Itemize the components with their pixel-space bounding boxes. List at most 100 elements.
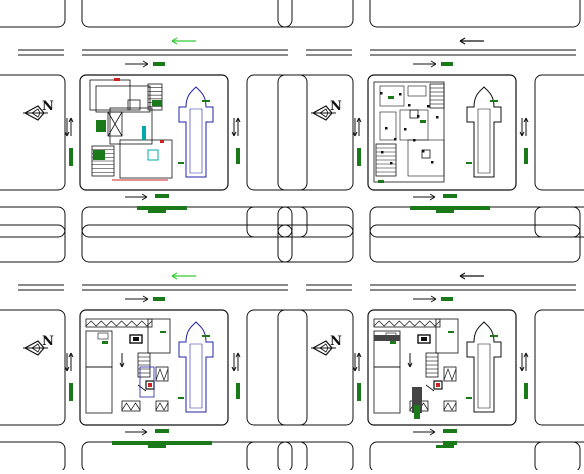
equipment-core	[421, 337, 427, 341]
arrow-head	[64, 131, 70, 137]
furniture-dot	[413, 139, 416, 142]
arrow-head	[519, 131, 525, 137]
arrow-head	[64, 366, 70, 372]
panel-bottom-right: N	[277, 224, 584, 473]
traffic-arrow-left-down	[64, 118, 70, 137]
furniture-dot	[380, 92, 383, 95]
room-tag	[390, 341, 396, 344]
furniture-dot	[385, 127, 388, 130]
furniture-dot	[404, 128, 407, 131]
room-tag	[466, 162, 472, 164]
traffic-arrow-lane	[125, 295, 149, 303]
room-tag	[466, 397, 472, 399]
arrow-head	[68, 352, 74, 358]
street-block	[246, 206, 308, 238]
arrow-head	[429, 428, 436, 436]
traffic-arrow-right-down	[519, 353, 525, 372]
seating-row-bottom	[121, 400, 141, 412]
flow-line	[425, 384, 435, 392]
street-block	[0, 74, 66, 191]
road-marker-vertical	[357, 383, 361, 401]
traffic-arrow-top	[459, 37, 484, 45]
stairs-middle	[137, 352, 151, 378]
equipment	[433, 380, 443, 390]
sidewalk-bar	[112, 441, 212, 445]
arrow-head	[523, 117, 529, 123]
arrow-head	[231, 366, 237, 372]
arrow-head	[356, 117, 362, 123]
stairs-middle	[425, 352, 439, 378]
road-marker	[443, 194, 457, 198]
cyan-element	[142, 126, 146, 140]
green-area	[93, 150, 105, 160]
seating-outline	[121, 400, 141, 412]
panel-top-right: N	[277, 0, 584, 238]
street-block	[534, 74, 584, 191]
room-tag	[160, 331, 166, 333]
sidewalk-bar	[410, 206, 490, 210]
stairs-south	[375, 143, 397, 177]
street-block	[81, 441, 293, 473]
arrow-head	[459, 272, 466, 280]
traffic-arrow-left-up	[68, 117, 74, 136]
room-tag	[420, 120, 426, 123]
road-marker-vertical	[524, 383, 528, 399]
room	[379, 85, 405, 107]
dark-wall	[374, 335, 400, 341]
road-marker-vertical	[69, 148, 73, 166]
dark-core	[412, 387, 422, 413]
street-block	[369, 224, 581, 263]
furniture-dot	[381, 151, 384, 154]
arrow-head	[429, 193, 436, 201]
north-compass-icon: N	[311, 99, 342, 121]
road-marker-vertical	[69, 383, 73, 401]
lift-core	[147, 149, 159, 161]
church-building	[466, 86, 502, 178]
traffic-arrow-lane	[413, 60, 437, 68]
equipment-core	[148, 383, 152, 387]
traffic-arrow-lane	[125, 60, 149, 68]
room	[379, 111, 397, 141]
furniture-dot	[427, 105, 430, 108]
traffic-arrow-right-down	[519, 118, 525, 137]
traffic-arrow-bottom	[413, 428, 436, 436]
panel-bottom-left: N	[0, 224, 308, 473]
arrow-head	[235, 352, 241, 358]
room-tag	[102, 341, 108, 344]
traffic-arrow-lane	[413, 295, 437, 303]
building-footprint	[109, 107, 153, 145]
road-marker-vertical	[236, 383, 240, 399]
sidewalk-bar-small	[436, 445, 454, 448]
equipment	[421, 149, 431, 159]
office-room	[435, 318, 459, 354]
street-block	[369, 206, 581, 238]
traffic-arrow-left-down	[352, 118, 358, 137]
room-tag	[178, 397, 184, 399]
street-block	[534, 206, 584, 238]
street-block	[277, 0, 354, 28]
compass-north-label: N	[42, 334, 54, 349]
road-marker	[155, 194, 169, 198]
street-block	[0, 224, 66, 263]
arrow-head	[141, 193, 148, 201]
arrow-head	[171, 272, 178, 280]
church-outline	[466, 321, 502, 413]
traffic-arrow-left-up	[356, 117, 362, 136]
seating-outline	[85, 318, 153, 328]
void-box	[107, 111, 123, 137]
street-block	[277, 309, 354, 426]
seating-row-top	[373, 318, 441, 328]
room	[407, 85, 427, 97]
arrow-head	[142, 295, 149, 303]
site-boundary	[79, 309, 229, 426]
street-block	[81, 206, 293, 238]
green-area	[96, 120, 106, 132]
sidewalk-bar	[137, 206, 187, 210]
arrow-head	[459, 37, 466, 45]
site-boundary	[79, 74, 229, 191]
red-marker	[160, 140, 164, 143]
arrow-head	[352, 131, 358, 137]
seating-row-bottom	[155, 400, 169, 412]
arrow-head	[119, 362, 125, 368]
street-block	[0, 0, 66, 28]
